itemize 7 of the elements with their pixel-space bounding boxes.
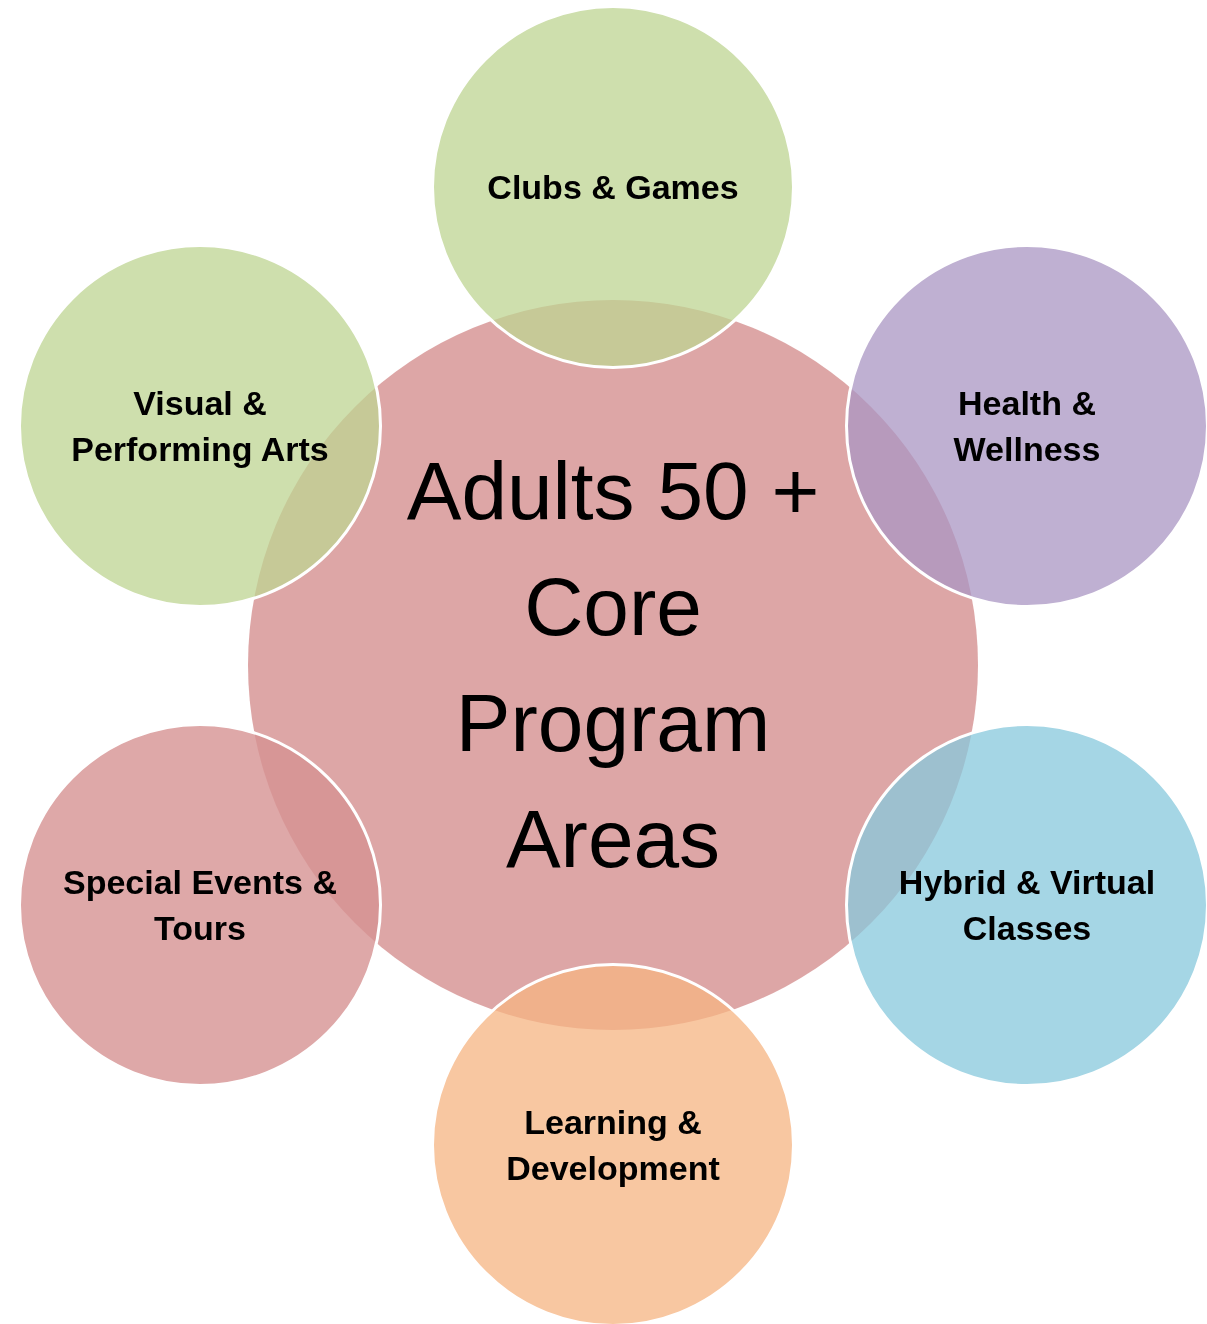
circle-label: Visual & Performing Arts: [70, 383, 330, 470]
circle-label: Adults 50 + Core Program Areas: [405, 444, 821, 886]
circle-label: Learning & Development: [505, 1102, 721, 1189]
circle-label: Hybrid & Virtual Classes: [897, 862, 1157, 949]
circle-label: Special Events & Tours: [62, 862, 338, 949]
circle-label: Clubs & Games: [486, 167, 740, 208]
circle-label: Health & Wellness: [952, 383, 1102, 470]
